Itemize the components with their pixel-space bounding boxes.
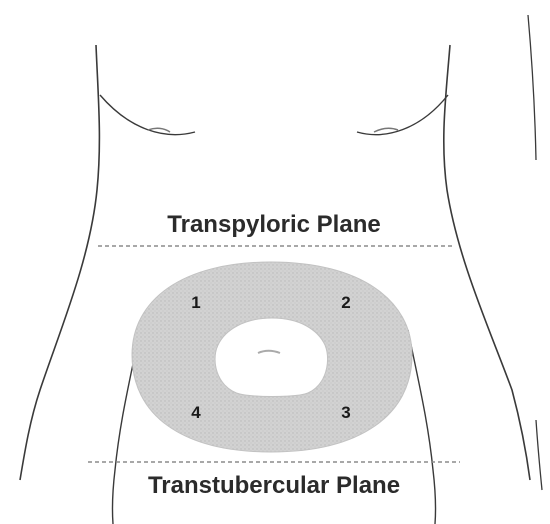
torso-left-outline bbox=[20, 45, 99, 480]
region-label-2: 2 bbox=[341, 293, 350, 312]
region-label-1: 1 bbox=[191, 293, 200, 312]
torso-right-outline bbox=[444, 45, 530, 480]
umbilicus-mark bbox=[258, 351, 280, 353]
periumbilical-region bbox=[132, 262, 412, 452]
rib-margin-right bbox=[357, 95, 448, 135]
rib-margin-left bbox=[100, 95, 195, 135]
transpyloric-plane-label: Transpyloric Plane bbox=[167, 211, 380, 238]
nipple-mark-right bbox=[374, 128, 398, 132]
region-label-4: 4 bbox=[191, 403, 201, 422]
adjacent-figure-edge bbox=[528, 15, 542, 490]
transtubercular-plane-label: Transtubercular Plane bbox=[148, 472, 400, 499]
region-label-3: 3 bbox=[341, 403, 350, 422]
